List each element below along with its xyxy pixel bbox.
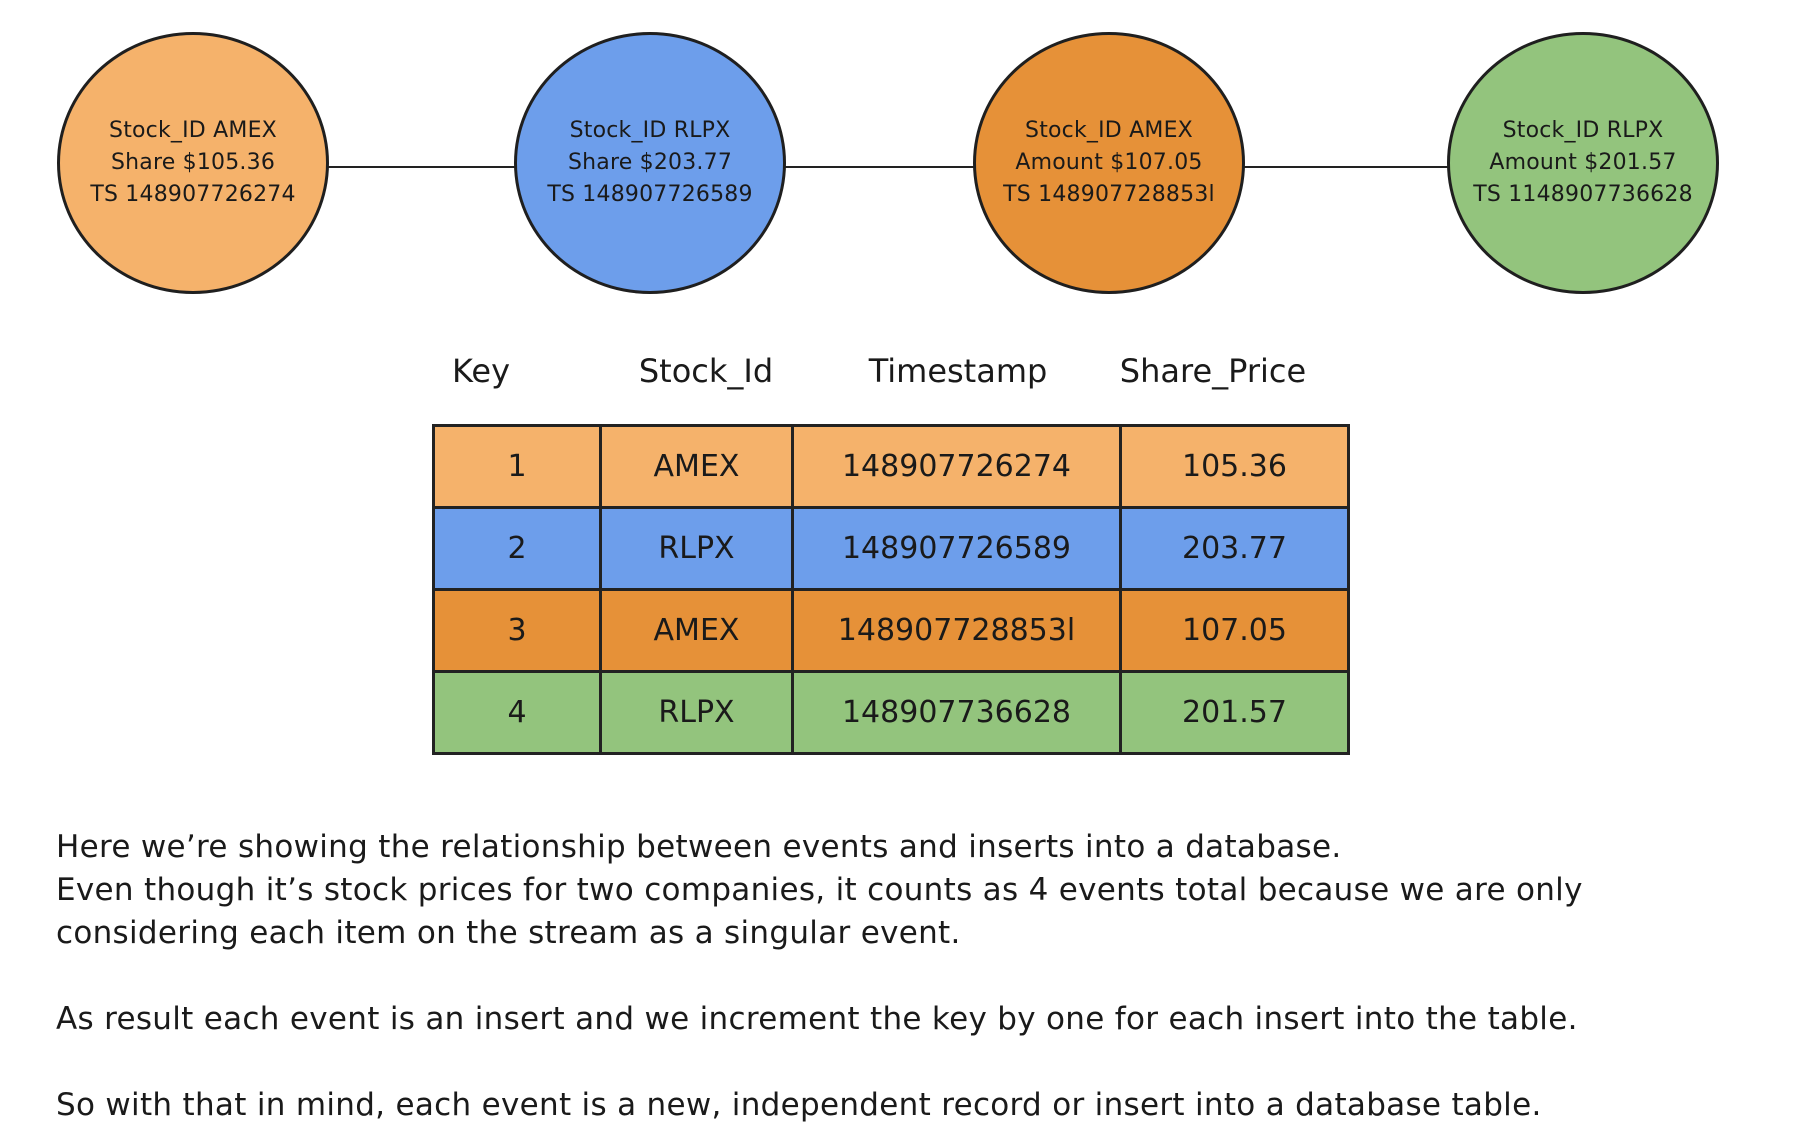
table-row: 4 RLPX 148907736628 201.57	[432, 670, 1350, 755]
cell-share-price: 107.05	[1119, 588, 1350, 673]
narrative-line-2: Even though it’s stock prices for two co…	[56, 872, 1583, 908]
event-1: Stock_ID AMEX Share $105.36 TS 148907726…	[57, 32, 329, 294]
table-row: 3 AMEX 148907728853l 107.05	[432, 588, 1350, 673]
event-2-stock: Stock_ID RLPX	[569, 118, 731, 143]
cell-key: 3	[432, 588, 602, 673]
event-4-price: Amount $201.57	[1489, 150, 1677, 175]
event-3-timestamp: TS 148907728853l	[1003, 182, 1215, 207]
header-share-price: Share_Price	[1119, 352, 1307, 390]
cell-share-price: 203.77	[1119, 506, 1350, 591]
event-4-stock: Stock_ID RLPX	[1502, 118, 1664, 143]
narrative-line-3: considering each item on the stream as a…	[56, 915, 961, 951]
cell-stock-id: RLPX	[599, 506, 794, 591]
event-4-timestamp: TS 1148907736628	[1473, 182, 1693, 207]
narrative-line-4: As result each event is an insert and we…	[56, 1001, 1578, 1037]
cell-key: 2	[432, 506, 602, 591]
table-row: 2 RLPX 148907726589 203.77	[432, 506, 1350, 591]
event-3-stock: Stock_ID AMEX	[1025, 118, 1193, 143]
cell-timestamp: 148907728853l	[791, 588, 1122, 673]
event-2: Stock_ID RLPX Share $203.77 TS 148907726…	[514, 32, 786, 294]
event-1-stock: Stock_ID AMEX	[109, 118, 277, 143]
cell-share-price: 201.57	[1119, 670, 1350, 755]
narrative-line-1: Here we’re showing the relationship betw…	[56, 829, 1342, 865]
narrative-line-5: So with that in mind, each event is a ne…	[56, 1087, 1542, 1123]
cell-share-price: 105.36	[1119, 424, 1350, 509]
cell-timestamp: 148907736628	[791, 670, 1122, 755]
event-3: Stock_ID AMEX Amount $107.05 TS 14890772…	[973, 32, 1245, 294]
cell-timestamp: 148907726589	[791, 506, 1122, 591]
cell-stock-id: AMEX	[599, 588, 794, 673]
event-2-price: Share $203.77	[567, 150, 733, 175]
cell-stock-id: AMEX	[599, 424, 794, 509]
cell-key: 4	[432, 670, 602, 755]
header-timestamp: Timestamp	[868, 352, 1048, 390]
event-1-price: Share $105.36	[110, 150, 276, 175]
event-2-timestamp: TS 148907726589	[547, 182, 753, 207]
cell-key: 1	[432, 424, 602, 509]
cell-stock-id: RLPX	[599, 670, 794, 755]
header-key: Key	[451, 352, 511, 390]
table-row: 1 AMEX 148907726274 105.36	[432, 424, 1350, 509]
event-4: Stock_ID RLPX Amount $201.57 TS 11489077…	[1447, 32, 1719, 294]
header-stock-id: Stock_Id	[638, 352, 774, 390]
event-3-price: Amount $107.05	[1015, 150, 1203, 175]
event-1-timestamp: TS 148907726274	[90, 182, 296, 207]
stream-line	[200, 166, 1674, 168]
stock-table: 1 AMEX 148907726274 105.36 2 RLPX 148907…	[432, 424, 1350, 755]
cell-timestamp: 148907726274	[791, 424, 1122, 509]
